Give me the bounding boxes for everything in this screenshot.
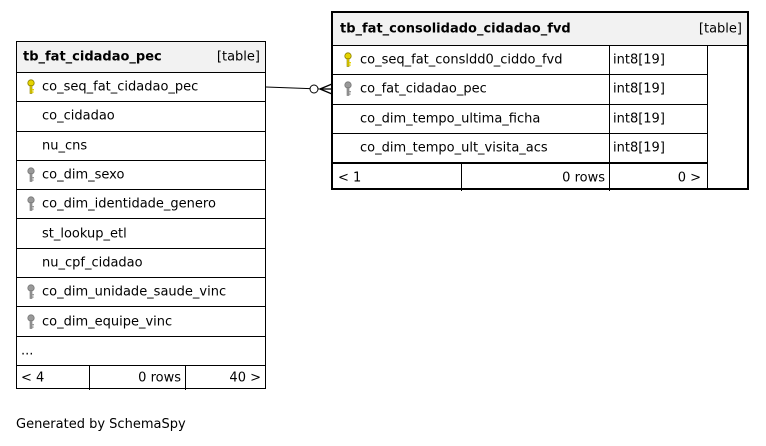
column-type: int8[19] bbox=[613, 140, 665, 156]
column-row[interactable]: co_dim_equipe_vinc bbox=[17, 307, 265, 337]
column-name: nu_cns bbox=[42, 138, 88, 154]
column-name: co_dim_tempo_ult_visita_acs bbox=[360, 140, 548, 156]
column-name: co_dim_equipe_vinc bbox=[42, 314, 173, 330]
column-type: int8[19] bbox=[613, 111, 665, 127]
column-row[interactable]: co_cidadao bbox=[17, 102, 265, 132]
foreign-key-icon bbox=[26, 313, 36, 330]
column-name: co_cidadao bbox=[42, 108, 115, 124]
relationship-line bbox=[265, 86, 321, 90]
more-columns-label: ... bbox=[21, 343, 34, 359]
parents-link[interactable]: < 1 bbox=[338, 170, 362, 186]
type-divider bbox=[609, 46, 610, 75]
column-row[interactable]: nu_cns bbox=[17, 132, 265, 161]
type-divider bbox=[609, 75, 610, 104]
column-name: co_dim_identidade_genero bbox=[42, 196, 216, 212]
column-name: co_fat_cidadao_pec bbox=[360, 81, 487, 97]
foreign-key-icon bbox=[343, 81, 353, 97]
column-row[interactable]: st_lookup_etl bbox=[17, 219, 265, 249]
row-count: 0 rows bbox=[562, 170, 605, 186]
more-columns-row[interactable]: ... bbox=[17, 337, 265, 366]
right-margin-divider bbox=[707, 46, 708, 188]
table-kind: [table] bbox=[698, 21, 742, 37]
column-row[interactable]: co_dim_sexo bbox=[17, 161, 265, 191]
table-name: tb_fat_cidadao_pec bbox=[23, 49, 162, 65]
children-link[interactable]: 0 > bbox=[677, 170, 701, 186]
column-row[interactable]: nu_cpf_cidadao bbox=[17, 249, 265, 279]
column-row[interactable]: co_dim_tempo_ult_visita_acs int8[19] bbox=[333, 133, 707, 164]
table-footer: < 4 0 rows 40 > bbox=[17, 365, 265, 390]
table-header[interactable]: tb_fat_consolidado_cidadao_fvd [table] bbox=[333, 13, 747, 46]
column-name: nu_cpf_cidadao bbox=[42, 255, 143, 271]
parents-link[interactable]: < 4 bbox=[21, 370, 45, 386]
row-count: 0 rows bbox=[138, 370, 181, 386]
type-divider bbox=[609, 104, 610, 133]
column-row[interactable]: co_dim_tempo_ultima_ficha int8[19] bbox=[333, 104, 707, 134]
type-divider bbox=[609, 133, 610, 163]
footer-divider bbox=[185, 365, 186, 390]
column-name: co_dim_tempo_ultima_ficha bbox=[360, 111, 541, 127]
column-name: co_seq_fat_cidadao_pec bbox=[42, 79, 199, 95]
generated-by-label: Generated by SchemaSpy bbox=[16, 417, 186, 432]
column-type: int8[19] bbox=[613, 52, 665, 68]
primary-key-icon bbox=[343, 52, 353, 68]
table-footer: < 1 0 rows 0 > bbox=[333, 163, 707, 192]
column-name: co_seq_fat_consldd0_ciddo_fvd bbox=[360, 52, 563, 68]
column-row[interactable]: co_dim_unidade_saude_vinc bbox=[17, 278, 265, 308]
zero-cardinality-circle bbox=[309, 84, 319, 94]
foreign-key-icon bbox=[26, 284, 36, 300]
table-kind: [table] bbox=[216, 49, 260, 65]
table-name: tb_fat_consolidado_cidadao_fvd bbox=[340, 21, 571, 37]
foreign-key-icon bbox=[26, 196, 36, 212]
column-row[interactable]: co_seq_fat_cidadao_pec bbox=[17, 73, 265, 103]
footer-divider bbox=[89, 365, 90, 390]
column-row[interactable]: co_seq_fat_consldd0_ciddo_fvd int8[19] bbox=[333, 46, 707, 76]
table-header[interactable]: tb_fat_cidadao_pec [table] bbox=[17, 42, 265, 73]
table-tb-fat-cidadao-pec[interactable]: tb_fat_cidadao_pec [table] co_seq_fat_ci… bbox=[16, 41, 266, 390]
column-name: st_lookup_etl bbox=[42, 226, 127, 242]
column-name: co_dim_sexo bbox=[42, 167, 125, 183]
column-name: co_dim_unidade_saude_vinc bbox=[42, 284, 227, 300]
footer-divider bbox=[461, 164, 462, 192]
footer-divider bbox=[609, 164, 610, 192]
foreign-key-icon bbox=[26, 167, 36, 183]
column-row[interactable]: co_fat_cidadao_pec int8[19] bbox=[333, 75, 707, 105]
children-link[interactable]: 40 > bbox=[229, 370, 261, 386]
column-row[interactable]: co_dim_identidade_genero bbox=[17, 190, 265, 220]
primary-key-icon bbox=[26, 79, 36, 95]
table-tb-fat-consolidado-cidadao-fvd[interactable]: tb_fat_consolidado_cidadao_fvd [table] c… bbox=[331, 11, 749, 192]
column-type: int8[19] bbox=[613, 81, 665, 97]
